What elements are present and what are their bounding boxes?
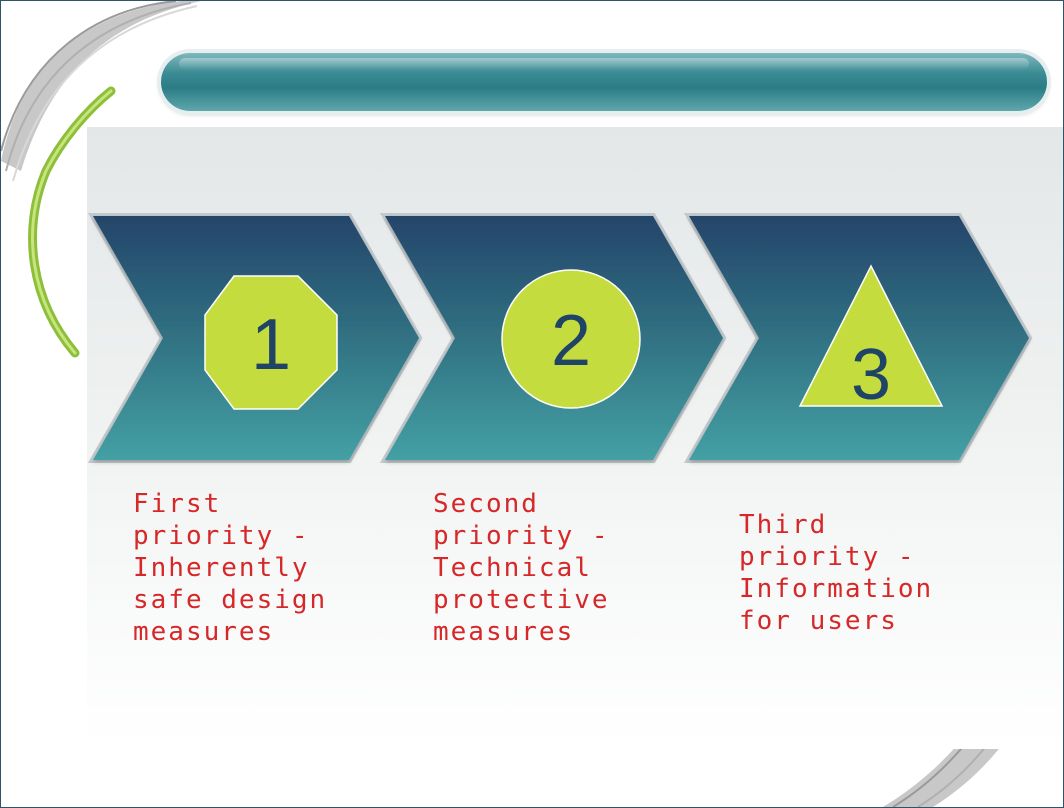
chevron-step-1: 1 [87, 213, 423, 463]
circle-badge-2 [501, 269, 641, 409]
decorative-swoosh-top-left [1, 1, 201, 358]
chevron-step-3: 3 [683, 213, 1033, 463]
triangle-badge-3 [798, 264, 944, 407]
chevron-step-2: 2 [379, 213, 727, 463]
step-number-1: 1 [251, 305, 291, 385]
step-caption-3: Third priority - Information for users [739, 510, 934, 636]
octagon-badge-1 [204, 275, 338, 410]
step-number-3: 3 [851, 335, 891, 415]
step-caption-2: Second priority - Technical protective m… [433, 489, 610, 647]
step-caption-1: First priority - Inherently safe design … [133, 489, 328, 647]
step-number-2: 2 [551, 301, 591, 381]
title-bar [161, 53, 1047, 111]
